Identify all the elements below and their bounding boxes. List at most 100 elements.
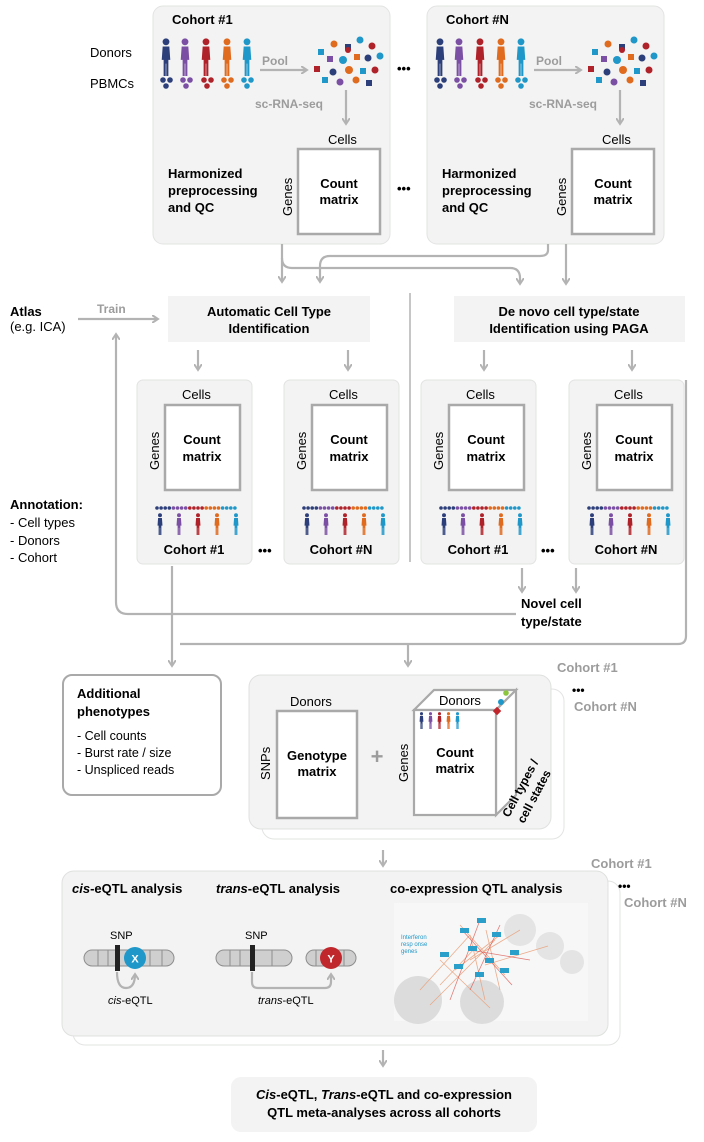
pbmcs-label: PBMCs (90, 76, 135, 91)
genes-label: Genes (554, 177, 569, 216)
cube-count-line2: matrix (435, 761, 475, 776)
cells-label: Cells (614, 387, 643, 402)
cell-dot (636, 506, 640, 510)
ellipsis-top: ••• (397, 61, 411, 76)
cell-dot (314, 506, 319, 510)
ellipsis: ••• (618, 879, 631, 893)
auto-id-line1: Automatic Cell Type (207, 304, 331, 319)
snp-label: SNP (110, 930, 133, 942)
phenotype-item: - Cell counts (77, 729, 146, 743)
trans-caption-italic: trans (258, 995, 283, 1007)
harmonized-line3: and QC (168, 200, 215, 215)
cell-dot (603, 506, 608, 510)
cell-dot (611, 506, 616, 510)
cell-dot (644, 506, 649, 510)
cell-dot (463, 506, 468, 510)
count-matrix-line1: Count (594, 176, 632, 191)
count-matrix-line1: Count (467, 432, 505, 447)
cell-dot (167, 506, 172, 510)
network-label-2: resp onse (401, 942, 428, 948)
annotation-item: - Donors (10, 533, 60, 548)
harmonized-line2: preprocessing (442, 183, 532, 198)
phenotypes-title-line2: phenotypes (77, 704, 150, 719)
cell-dot (467, 506, 472, 510)
count-matrix (570, 147, 656, 236)
cell-dot (595, 506, 599, 510)
genes-label: Genes (294, 431, 309, 470)
ellipsis-mid-1: ••• (258, 543, 272, 558)
cells-label: Cells (602, 132, 631, 147)
count-matrix-line1: Count (330, 432, 368, 447)
train-label: Train (97, 302, 126, 316)
count-matrix-line2: matrix (466, 449, 506, 464)
cohort-n-title: Cohort #N (446, 12, 509, 27)
atlas-title: Atlas (10, 304, 42, 319)
meta-line1: Cis-eQTL, Trans-eQTL and co-expression (256, 1087, 512, 1102)
cell-dot (233, 506, 237, 510)
count-matrix-line2: matrix (319, 192, 359, 207)
cis-title: cis-eQTL analysis (72, 881, 182, 896)
cis-title-italic: cis (72, 881, 90, 896)
cell-dot (371, 506, 376, 510)
cell-dot (326, 506, 331, 510)
genotype-line1: Genotype (287, 748, 347, 763)
cis-caption-rest: -eQTL (121, 995, 152, 1007)
panel-cohort-label: Cohort #1 (164, 542, 225, 557)
cohort-1-title: Cohort #1 (172, 12, 233, 27)
genes-label: Genes (396, 743, 411, 782)
cell-dot (599, 506, 604, 510)
count-matrix (163, 403, 242, 492)
cis-caption: cis-eQTL (108, 995, 153, 1007)
cell-dot (175, 506, 180, 510)
pbmcs-row (160, 77, 254, 89)
cell-dot (661, 506, 665, 510)
genotype-matrix (275, 709, 359, 820)
cell-dot (447, 506, 452, 510)
ellipsis: ••• (572, 683, 585, 697)
network-label-3: genes (401, 949, 417, 955)
meta-rest-a: -eQTL, (276, 1087, 321, 1102)
cell-dot (330, 506, 335, 510)
harmonized-line2: preprocessing (168, 183, 258, 198)
cell-dot (504, 506, 509, 510)
count-matrix-line2: matrix (182, 449, 222, 464)
cell-dot (367, 506, 372, 510)
additional-phenotypes-box: Additional phenotypes - Cell counts - Bu… (62, 674, 222, 796)
cell-dot (310, 506, 315, 510)
cell-dot (439, 506, 443, 510)
annotation-item: - Cell types (10, 515, 76, 530)
cell-dot (648, 506, 653, 510)
donors-label: Donors (290, 694, 332, 709)
cell-dot (183, 506, 188, 510)
cell-dot (179, 506, 184, 510)
count-matrix (447, 403, 526, 492)
cell-dot (306, 506, 310, 510)
denovo-line2: Identification using PAGA (489, 321, 649, 336)
pool-label: Pool (262, 54, 288, 68)
genotype-panel: Cohort #1 ••• Cohort #N Donors Genotype … (248, 660, 637, 840)
cell-dot (480, 506, 484, 510)
cell-dot (632, 506, 636, 510)
ellipsis-top-2: ••• (397, 181, 411, 196)
pbmcs-row (434, 77, 528, 89)
annotation-title: Annotation: (10, 497, 83, 512)
meta-analysis-box: Cis-eQTL, Trans-eQTL and co-expression Q… (231, 1077, 537, 1132)
cube-count-line1: Count (436, 745, 474, 760)
genes-label: Genes (431, 431, 446, 470)
cell-dot (620, 506, 624, 510)
trans-title-rest: -eQTL analysis (248, 881, 340, 896)
cell-dot (500, 506, 505, 510)
meta-italic-a: Cis (256, 1087, 276, 1102)
pooled-cells (588, 36, 658, 86)
donors-label: Donors (90, 45, 132, 60)
cell-dot (363, 506, 368, 510)
cis-title-rest: -eQTL analysis (90, 881, 182, 896)
cell-dot (652, 506, 657, 510)
cell-dot (380, 506, 384, 510)
cells-label: Cells (329, 387, 358, 402)
phenotype-item: - Unspliced reads (77, 763, 174, 777)
